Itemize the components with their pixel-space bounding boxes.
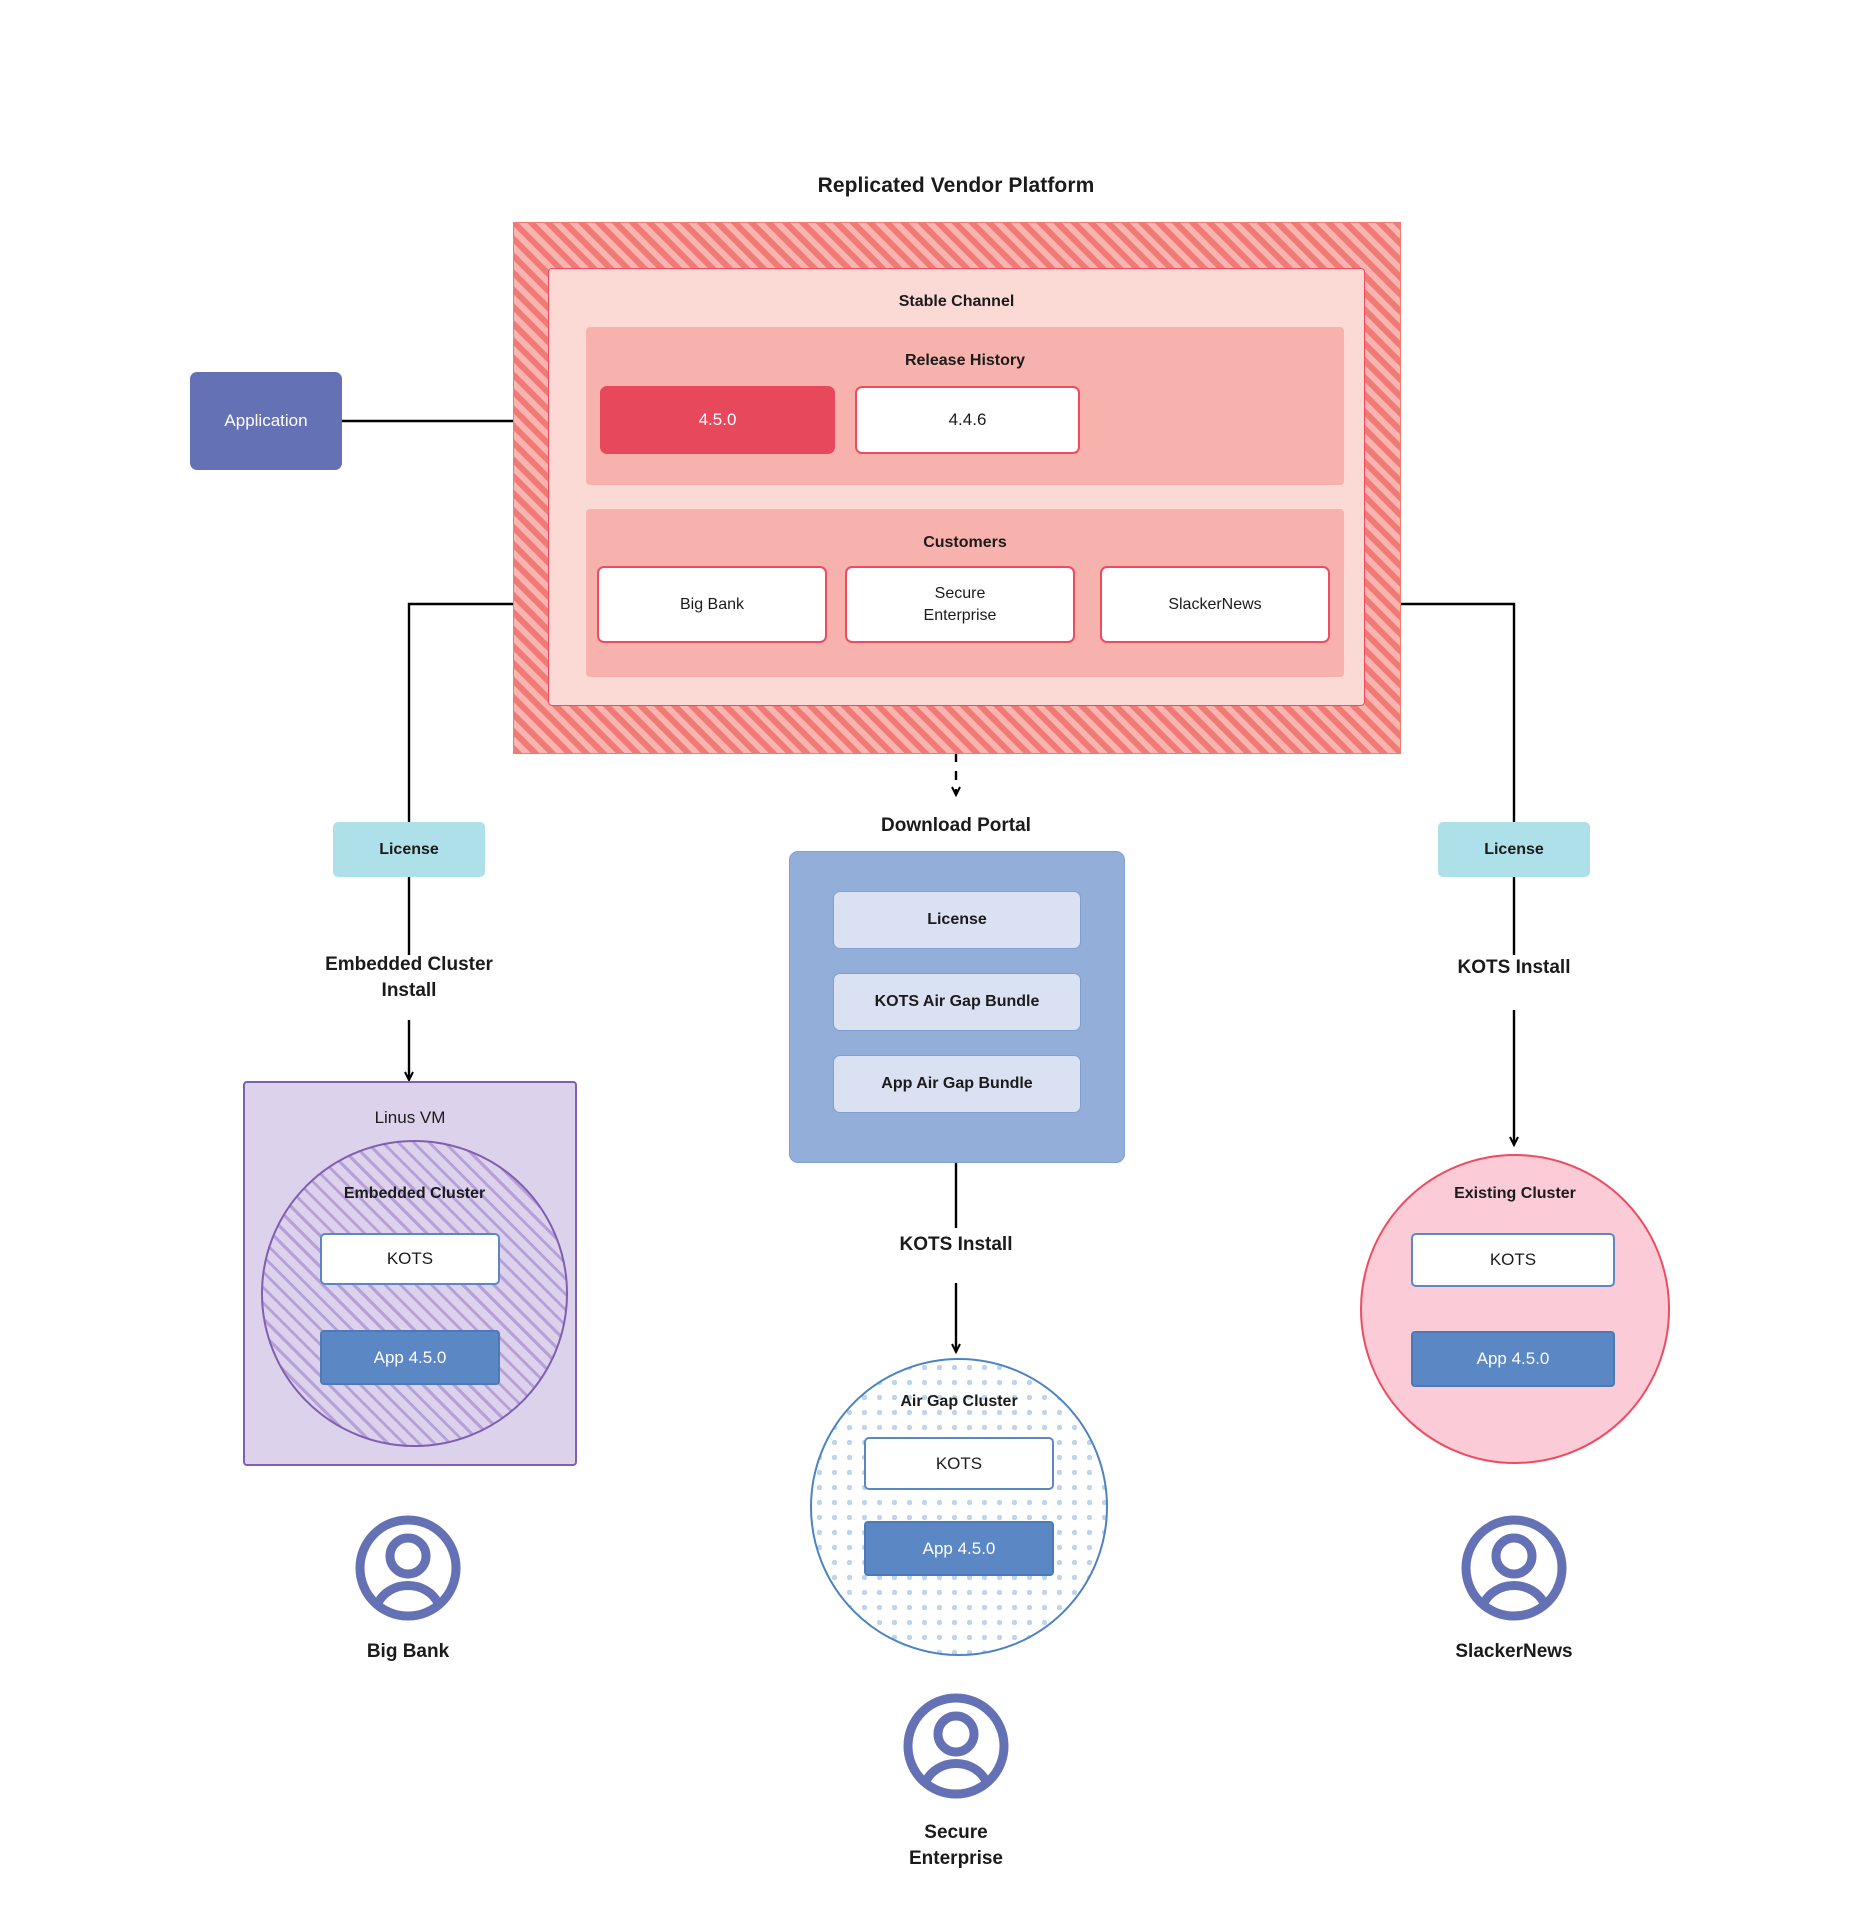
license-label-right: License: [1484, 840, 1544, 858]
release-box-current[interactable]: 4.5.0: [600, 386, 835, 454]
portal-item-label-2: App Air Gap Bundle: [881, 1075, 1033, 1092]
kots-label-left: KOTS: [386, 1249, 434, 1268]
customer-name-slackernews: SlackerNews: [1168, 595, 1262, 613]
linux-vm-title: Linus VM: [374, 1108, 446, 1127]
app-label-left: App 4.5.0: [373, 1347, 447, 1367]
license-chip-right[interactable]: License: [1438, 822, 1590, 877]
release-box-previous[interactable]: 4.4.6: [855, 386, 1080, 454]
kots-label-right: KOTS: [1489, 1250, 1537, 1269]
portal-item-label-1: KOTS Air Gap Bundle: [874, 993, 1040, 1010]
platform-title: Replicated Vendor Platform: [817, 174, 1095, 197]
release-version-current: 4.5.0: [698, 410, 737, 429]
embedded-cluster-install-label: Embedded Cluster Install: [325, 954, 493, 1001]
customer-box-secure-enterprise[interactable]: Secure Enterprise: [845, 566, 1075, 643]
customer-label-secure-enterprise: Secure Enterprise: [909, 1822, 1003, 1869]
existing-cluster-circle: [1360, 1154, 1670, 1464]
customer-name-big-bank: Big Bank: [679, 595, 745, 613]
air-gap-cluster-title: Air Gap Cluster: [900, 1393, 1018, 1410]
app-label-middle: App 4.5.0: [922, 1538, 996, 1558]
customer-name-secure-enterprise: Secure Enterprise: [923, 584, 997, 624]
embedded-cluster-circle: [261, 1140, 568, 1447]
license-label-left: License: [379, 840, 439, 858]
portal-item-app-air-gap-bundle[interactable]: App Air Gap Bundle: [833, 1055, 1081, 1113]
kots-install-label-middle: KOTS Install: [899, 1234, 1013, 1255]
embedded-cluster-title: Embedded Cluster: [343, 1185, 486, 1202]
customer-box-big-bank[interactable]: Big Bank: [597, 566, 827, 643]
license-chip-left[interactable]: License: [333, 822, 485, 877]
kots-install-label-right: KOTS Install: [1457, 957, 1571, 978]
portal-item-license[interactable]: License: [833, 891, 1081, 949]
kots-box-middle[interactable]: KOTS: [864, 1437, 1054, 1490]
release-history-title: Release History: [904, 352, 1026, 369]
customer-label-slackernews: SlackerNews: [1455, 1641, 1573, 1662]
app-box-middle[interactable]: App 4.5.0: [864, 1521, 1054, 1576]
app-box-left[interactable]: App 4.5.0: [320, 1330, 500, 1385]
avatar-big-bank: [352, 1512, 464, 1624]
customer-label-big-bank: Big Bank: [366, 1641, 450, 1662]
customer-box-slackernews[interactable]: SlackerNews: [1100, 566, 1330, 643]
stable-channel-title: Stable Channel: [898, 293, 1015, 310]
application-label: Application: [224, 411, 308, 430]
portal-item-label-0: License: [927, 911, 987, 928]
kots-box-right[interactable]: KOTS: [1411, 1233, 1615, 1287]
kots-label-middle: KOTS: [935, 1453, 983, 1473]
customers-title: Customers: [923, 534, 1007, 551]
avatar-slackernews: [1458, 1512, 1570, 1624]
avatar-secure-enterprise: [900, 1690, 1012, 1802]
download-portal-title: Download Portal: [881, 815, 1031, 836]
app-label-right: App 4.5.0: [1476, 1349, 1550, 1368]
existing-cluster-title: Existing Cluster: [1454, 1185, 1576, 1202]
application-box[interactable]: Application: [190, 372, 342, 470]
air-gap-cluster-circle: [810, 1358, 1108, 1656]
app-box-right[interactable]: App 4.5.0: [1411, 1331, 1615, 1387]
portal-item-kots-air-gap-bundle[interactable]: KOTS Air Gap Bundle: [833, 973, 1081, 1031]
kots-box-left[interactable]: KOTS: [320, 1233, 500, 1285]
release-version-previous: 4.4.6: [948, 410, 987, 429]
